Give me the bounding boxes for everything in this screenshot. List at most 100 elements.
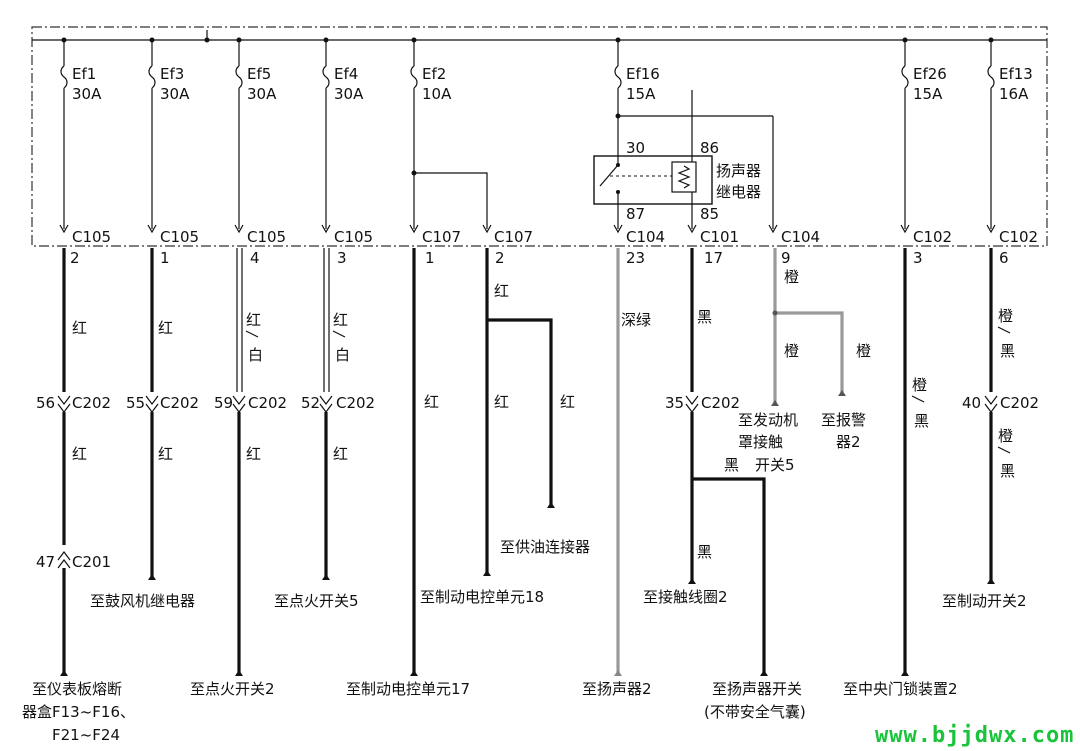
wire-color-label: 黑 xyxy=(1000,342,1015,360)
wire-color-label: 橙 xyxy=(784,268,799,286)
wire-ef2-pin2 xyxy=(485,248,553,576)
wire-color-label: 黑 xyxy=(697,308,712,326)
box-connector-label: C105 xyxy=(72,228,111,246)
fuse-rating: 15A xyxy=(913,85,943,103)
mid-connector-label: C202 xyxy=(160,394,199,412)
wire-color-label: 红 xyxy=(424,393,439,411)
mid-connector-pin: 47 xyxy=(36,553,55,571)
wire-color-label: 白 xyxy=(335,346,350,364)
wire-ef4 xyxy=(319,248,333,580)
dest-brake-switch-2: 至制动开关2 xyxy=(942,592,1027,610)
wire-color-label: 红 xyxy=(158,445,173,463)
wire-color-label: 红 xyxy=(494,282,509,300)
wire-color-label: 红 xyxy=(560,393,575,411)
fuse-name: Ef4 xyxy=(334,65,358,83)
fuse-column-ef26 xyxy=(900,37,910,234)
fuse-column-ef4 xyxy=(321,37,331,234)
fuse-name: Ef1 xyxy=(72,65,96,83)
box-connector-pin: 9 xyxy=(781,249,791,267)
fuse-rating: 30A xyxy=(160,85,190,103)
fuse-rating: 30A xyxy=(334,85,364,103)
color-slash xyxy=(245,330,259,338)
box-connector-label: C107 xyxy=(422,228,461,246)
fuse-name: Ef5 xyxy=(247,65,271,83)
dest-hood-switch-line3: 开关5 xyxy=(755,456,795,474)
wire-color-label: 黑 xyxy=(697,543,712,561)
dest-fuel-connector: 至供油连接器 xyxy=(500,538,590,556)
box-connector-label: C102 xyxy=(913,228,952,246)
box-connector-pin: 4 xyxy=(250,249,260,267)
dest-brake-ecu-17: 至制动电控单元17 xyxy=(346,680,470,698)
fuse-column-ef2 xyxy=(409,37,492,234)
mid-connector-label: C201 xyxy=(72,553,111,571)
box-connector-pin: 2 xyxy=(495,249,505,267)
wire-color-label: 黑 xyxy=(1000,462,1015,480)
wire-color-label: 红 xyxy=(72,445,87,463)
fuse-rating: 10A xyxy=(422,85,452,103)
fuse-box-boundary xyxy=(31,26,1048,247)
fuse-name: Ef16 xyxy=(626,65,660,83)
dest-hood-switch-line1: 至发动机 xyxy=(738,411,798,429)
wire-color-label: 红 xyxy=(246,311,261,329)
dest-ignition-switch-5: 至点火开关5 xyxy=(274,592,359,610)
relay-name-line2: 继电器 xyxy=(716,183,761,201)
fuse-column-ef16 xyxy=(614,37,778,234)
wire-terminals xyxy=(60,390,995,676)
wire-ef3 xyxy=(145,248,159,580)
wire-ef5 xyxy=(232,248,246,676)
box-connector-pin: 3 xyxy=(337,249,347,267)
relay-pin-85: 85 xyxy=(700,205,719,223)
dest-horn-switch-line2: (不带安全气囊) xyxy=(704,703,806,721)
fuse-rating: 30A xyxy=(72,85,102,103)
box-connector-pin: 17 xyxy=(704,249,723,267)
box-connector-pin: 6 xyxy=(999,249,1009,267)
fuse-name: Ef3 xyxy=(160,65,184,83)
mid-connector-label: C202 xyxy=(701,394,740,412)
relay-name-line1: 扬声器 xyxy=(716,162,761,180)
fuse-rating: 16A xyxy=(999,85,1029,103)
wire-color-label: 红 xyxy=(333,445,348,463)
dest-central-lock-2: 至中央门锁装置2 xyxy=(843,680,958,698)
fuse-column-ef5 xyxy=(234,37,244,234)
wire-relay-pin17 xyxy=(685,248,766,676)
horn-relay xyxy=(593,155,713,234)
fuse-column-ef1 xyxy=(59,37,69,234)
dest-blower-relay: 至鼓风机继电器 xyxy=(90,592,195,610)
relay-pin-87: 87 xyxy=(626,205,645,223)
dest-alarm-line2: 器2 xyxy=(836,433,861,451)
fuse-rating: 15A xyxy=(626,85,656,103)
wire-ef1 xyxy=(57,248,71,676)
wire-color-label: 红 xyxy=(333,311,348,329)
wire-color-label: 橙 xyxy=(998,427,1013,445)
dest-alarm-line1: 至报警 xyxy=(821,411,866,429)
fuse-rating: 30A xyxy=(247,85,277,103)
mid-connector-label: C202 xyxy=(1000,394,1039,412)
box-connector-pin: 1 xyxy=(160,249,170,267)
box-connector-label: C101 xyxy=(700,228,739,246)
mid-connector-label: C202 xyxy=(248,394,287,412)
wire-ef13 xyxy=(984,248,998,584)
mid-connector-label: C202 xyxy=(336,394,375,412)
wire-color-label: 红 xyxy=(72,319,87,337)
fuse-column-ef13 xyxy=(986,37,996,234)
wire-color-label: 橙 xyxy=(998,307,1013,325)
wire-color-label: 黑 xyxy=(914,412,929,430)
wire-color-label: 红 xyxy=(158,319,173,337)
mid-connector-label: C202 xyxy=(72,394,111,412)
dest-instrument-fuse-box-line1: 至仪表板熔断 xyxy=(32,680,122,698)
mid-connector-pin: 59 xyxy=(214,394,233,412)
box-connector-label: C102 xyxy=(999,228,1038,246)
dest-contact-coil-2: 至接触线圈2 xyxy=(643,588,728,606)
fuse-name: Ef2 xyxy=(422,65,446,83)
box-connector-label: C104 xyxy=(626,228,665,246)
box-connector-pin: 3 xyxy=(913,249,923,267)
mid-connector-pin: 55 xyxy=(126,394,145,412)
dest-brake-ecu-18: 至制动电控单元18 xyxy=(420,588,544,606)
mid-connector-pin: 56 xyxy=(36,394,55,412)
dest-hood-switch-line2: 罩接触 xyxy=(738,433,783,451)
box-connector-label: C105 xyxy=(160,228,199,246)
wire-color-label: 橙 xyxy=(856,342,871,360)
relay-pin-86: 86 xyxy=(700,139,719,157)
